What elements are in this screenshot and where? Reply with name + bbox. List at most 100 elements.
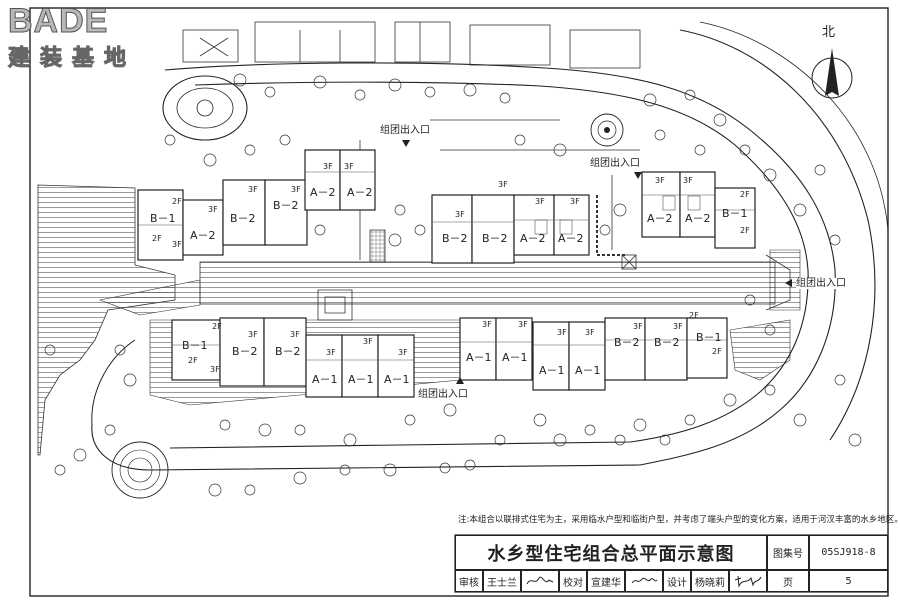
floor-label: 3F <box>248 185 258 194</box>
canal-inlet <box>98 279 201 316</box>
unit-label: B－2 <box>273 199 299 212</box>
atlas-label: 图集号 <box>767 535 809 570</box>
tree-symbol <box>553 143 567 157</box>
unit-label: A－1 <box>466 351 492 364</box>
review-label: 审核 <box>455 570 483 592</box>
tree-symbol <box>339 464 351 476</box>
floor-label: 3F <box>290 330 300 339</box>
tree-symbol <box>713 113 727 127</box>
title-block-frame <box>454 534 889 593</box>
unit-label: B－1 <box>722 207 748 220</box>
floor-label: 3F <box>557 328 567 337</box>
floor-label: 3F <box>633 322 643 331</box>
floor-label: 3F <box>535 197 545 206</box>
east-water <box>769 249 801 311</box>
tree-symbol <box>764 384 776 396</box>
unit-label: A－1 <box>384 373 410 386</box>
tree-symbol <box>244 144 256 156</box>
floor-label: 3F <box>498 180 508 189</box>
review-name: 王士兰 <box>483 570 521 592</box>
floor-label: 3F <box>518 320 528 329</box>
design-name: 杨晓莉 <box>691 570 729 592</box>
floor-label: 3F <box>210 365 220 374</box>
tree-symbol <box>233 73 247 87</box>
tree-symbol <box>394 204 406 216</box>
tree-symbol <box>54 464 66 476</box>
tree-symbol <box>44 344 56 356</box>
east-road <box>679 29 876 441</box>
floor-label: 3F <box>248 330 258 339</box>
tree-symbol <box>613 203 627 217</box>
tree-symbol <box>388 233 402 247</box>
entrance-label-south: 组团出入口 <box>418 389 468 400</box>
trees <box>44 73 862 497</box>
tree-symbol <box>439 462 451 474</box>
floor-label: 3F <box>344 162 354 171</box>
unit-label: B－1 <box>182 339 208 352</box>
tree-symbol <box>414 224 426 236</box>
tree-symbol <box>314 224 326 236</box>
tree-symbol <box>383 463 397 477</box>
floor-label: 2F <box>712 347 722 356</box>
entrance-arrows <box>402 140 792 384</box>
tree-symbol <box>723 393 737 407</box>
tree-symbol <box>424 86 436 98</box>
tree-symbol <box>388 78 402 92</box>
tree-symbol <box>219 419 231 431</box>
unit-label: B－2 <box>275 345 301 358</box>
north-label: 北 <box>822 25 836 40</box>
tree-symbol <box>744 294 756 306</box>
tree-symbol <box>114 344 126 356</box>
tree-symbol <box>793 203 807 217</box>
floor-label: 3F <box>208 205 218 214</box>
central-canal <box>199 261 776 305</box>
floor-label: 3F <box>585 328 595 337</box>
tree-symbol <box>763 168 777 182</box>
floor-label: 3F <box>323 162 333 171</box>
tree-symbol <box>313 75 327 89</box>
entrance-label-north: 组团出入口 <box>380 125 430 136</box>
tree-symbol <box>764 324 776 336</box>
floor-label: 2F <box>172 197 182 206</box>
floor-label: 3F <box>398 348 408 357</box>
ring-road-outer <box>91 62 836 471</box>
unit-label: B－2 <box>654 336 680 349</box>
unit-label: B－2 <box>614 336 640 349</box>
tree-symbol <box>793 413 807 427</box>
unit-label: A－1 <box>502 351 528 364</box>
design-signature <box>729 570 767 592</box>
tree-symbol <box>258 423 272 437</box>
floor-label: 3F <box>673 322 683 331</box>
tree-symbol <box>614 434 626 446</box>
roundabout-nw <box>162 75 248 141</box>
tree-symbol <box>584 424 596 436</box>
unit-partitions <box>138 171 755 361</box>
tree-symbol <box>443 403 457 417</box>
southeast-water <box>729 319 791 381</box>
tree-symbol <box>294 424 306 436</box>
floor-label: 3F <box>482 320 492 329</box>
tree-symbol <box>694 144 706 156</box>
tree-symbol <box>684 414 696 426</box>
unit-label: A－2 <box>558 232 584 245</box>
tree-symbol <box>814 164 826 176</box>
tree-symbol <box>279 134 291 146</box>
design-label: 设计 <box>663 570 691 592</box>
tree-symbol <box>553 433 567 447</box>
unit-label: A－1 <box>348 373 374 386</box>
entrance-label-east: 组团出入口 <box>796 278 846 289</box>
north-arrow <box>811 48 853 99</box>
tree-symbol <box>599 224 611 236</box>
floor-label: 2F <box>152 234 162 243</box>
tree-symbol <box>164 134 176 146</box>
unit-label: B－2 <box>232 345 258 358</box>
floor-label: 2F <box>212 322 222 331</box>
ring-road-inner <box>169 81 809 449</box>
unit-label: A－2 <box>347 186 373 199</box>
tree-symbol <box>848 433 862 447</box>
tree-symbol <box>208 483 222 497</box>
review-signature <box>521 570 559 592</box>
floor-label: 2F <box>689 311 699 320</box>
tree-symbol <box>829 234 841 246</box>
